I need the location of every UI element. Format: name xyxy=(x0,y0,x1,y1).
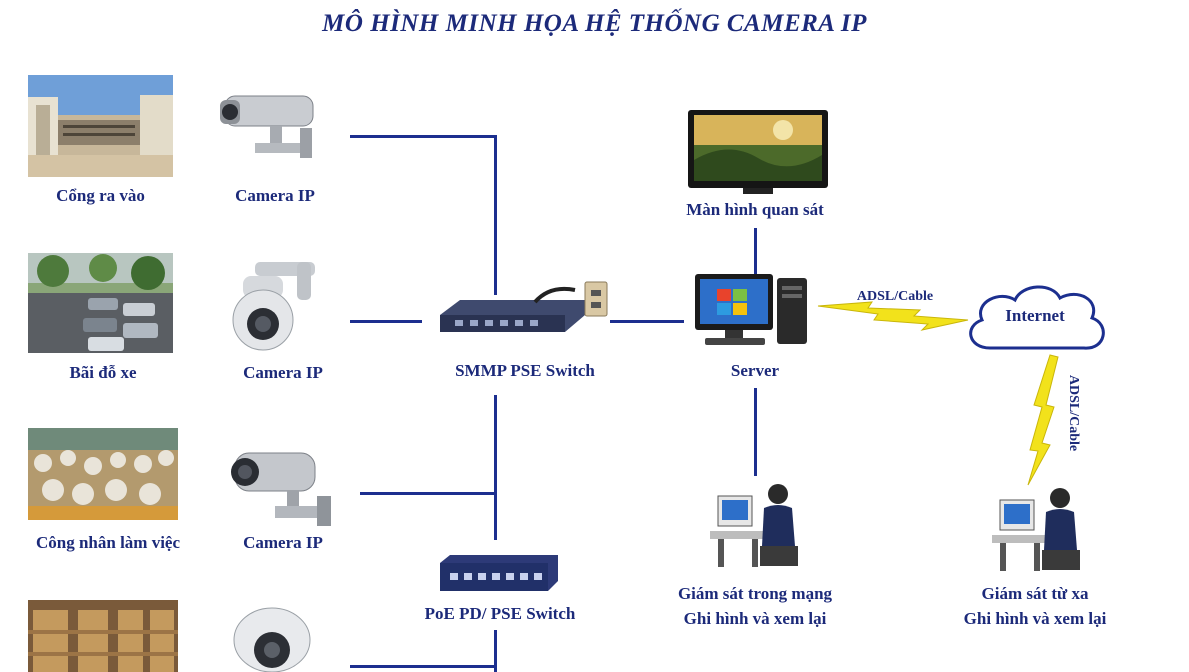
monitor-label: Màn hình quan sát xyxy=(686,200,824,219)
connector-line xyxy=(494,135,497,295)
connector-line xyxy=(360,492,496,495)
site-label-workers: Công nhân làm việc xyxy=(35,533,181,552)
internet-label: Internet xyxy=(1005,306,1065,325)
link-label-internet-remote: ADSL/Cable xyxy=(1066,374,1081,452)
connector-line xyxy=(754,388,757,476)
connector-line xyxy=(610,320,684,323)
switch-poe-label: PoE PD/ PSE Switch xyxy=(424,604,576,623)
connector-line xyxy=(494,630,497,672)
network-switch-icon xyxy=(440,281,608,332)
connector-line xyxy=(350,135,496,138)
remote-station-line1: Giám sát từ xa xyxy=(981,584,1089,603)
dome-camera-icon xyxy=(233,607,311,672)
poe-switch-icon xyxy=(440,555,558,591)
connector-line xyxy=(754,228,757,274)
gate-photo xyxy=(28,75,173,177)
warehouse-photo xyxy=(28,600,178,672)
local-station-line2: Ghi hình và xem lại xyxy=(683,609,827,628)
switch-main-label: SMMP PSE Switch xyxy=(455,361,595,380)
diagram-title: MÔ HÌNH MINH HỌA HỆ THỐNG CAMERA IP xyxy=(322,10,867,37)
lightning-bolt-icon xyxy=(1027,354,1059,486)
connector-line xyxy=(494,395,497,540)
link-label-server-internet: ADSL/Cable xyxy=(856,289,934,304)
monitor-icon xyxy=(688,110,828,194)
ptz-camera-icon xyxy=(232,262,315,351)
remote-station-line2: Ghi hình và xem lại xyxy=(963,609,1107,628)
lightning-bolt-icon xyxy=(817,301,969,331)
server-computer-icon xyxy=(695,274,807,345)
camera-label: Camera IP xyxy=(243,363,323,382)
server-label: Server xyxy=(730,361,780,380)
connector-line xyxy=(350,320,422,323)
site-label-parking: Bãi đỗ xe xyxy=(69,363,137,382)
parking-photo xyxy=(28,253,173,353)
outdoor-camera-icon xyxy=(231,452,331,526)
connector-line xyxy=(350,665,496,668)
remote-workstation-icon xyxy=(992,488,1080,571)
camera-label: Camera IP xyxy=(235,186,315,205)
bullet-camera-icon xyxy=(220,95,314,158)
site-label-gate: Cổng ra vào xyxy=(56,186,145,205)
local-station-line1: Giám sát trong mạng xyxy=(677,584,833,603)
operator-workstation-icon xyxy=(710,484,798,567)
workers-photo xyxy=(28,428,178,520)
camera-label: Camera IP xyxy=(243,533,323,552)
cloud-icon xyxy=(969,285,1105,350)
